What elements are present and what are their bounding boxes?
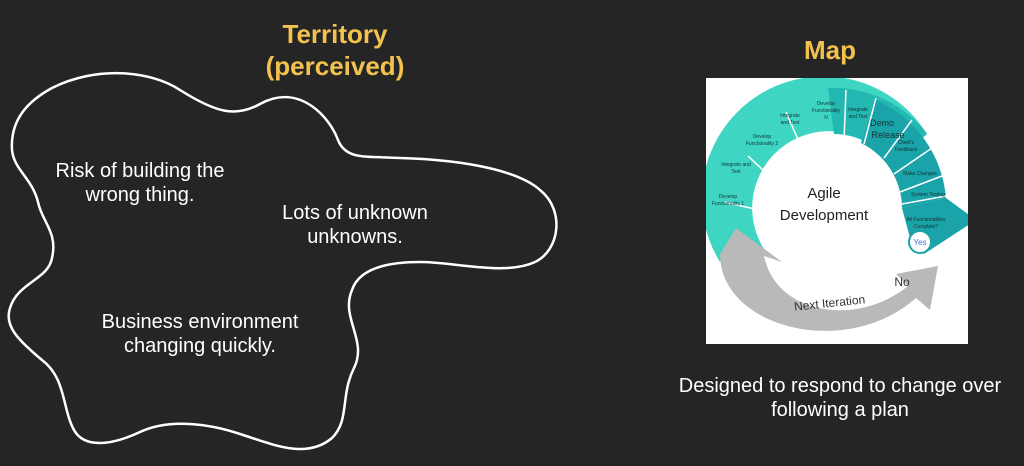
seg8-line2: Feedback: [895, 147, 917, 153]
unknowns-line2: unknowns.: [307, 226, 403, 248]
business-statement: Business environment changing quickly.: [80, 310, 320, 358]
seg6-line2: and Test: [849, 114, 868, 120]
territory-blob: [7, 72, 558, 451]
territory-title-line1: Territory: [282, 19, 388, 49]
seg9-line1: Make Changes: [903, 171, 937, 177]
seg7-line1: Demo: [870, 118, 894, 128]
seg3-line2: Functionality 2: [746, 141, 778, 147]
seg2-line1: Integrate and: [721, 162, 751, 168]
caption-line1: Designed to respond to change over: [678, 375, 1002, 397]
risk-line1: Risk of building the: [55, 160, 225, 182]
seg4-line2: and Test: [781, 120, 800, 126]
seg6-line1: Integrate: [848, 107, 868, 113]
agile-cycle-svg: Agile Development Develop Functionality …: [701, 76, 976, 331]
center-label-line1: Agile: [807, 185, 840, 202]
seg1-line2: Functionality 1: [712, 201, 744, 207]
seg8-line1: Client's: [898, 140, 915, 146]
unknowns-line1: Lots of unknown: [282, 202, 428, 224]
risk-statement: Risk of building the wrong thing.: [30, 159, 250, 207]
business-line1: Business environment: [101, 311, 299, 333]
seg5-line1: Develop: [817, 101, 836, 107]
map-caption: Designed to respond to change over follo…: [650, 374, 1024, 422]
territory-title: Territory (perceived): [240, 18, 430, 82]
caption-line2: following a plan: [771, 399, 909, 421]
seg2-line2: Test: [731, 169, 741, 175]
risk-line2: wrong thing.: [85, 184, 195, 206]
seg5-line2: Functionality: [812, 108, 841, 114]
unknowns-statement: Lots of unknown unknowns.: [255, 201, 455, 249]
map-title: Map: [804, 35, 856, 65]
agile-cycle-diagram: Agile Development Develop Functionality …: [701, 76, 976, 344]
next-iteration-arrow: [720, 228, 938, 331]
center-label-line2: Development: [780, 207, 869, 224]
yes-bubble: [908, 230, 932, 254]
seg4-line1: Integrate: [780, 113, 800, 119]
seg7-line2: Release: [871, 130, 904, 140]
territory-outline: [7, 72, 558, 451]
business-line2: changing quickly.: [124, 335, 276, 357]
territory-title-line2: (perceived): [265, 51, 405, 81]
seg11-line1: All Functionalities: [907, 217, 946, 223]
yes-label: Yes: [913, 238, 926, 247]
teal-ring-right: [861, 100, 946, 208]
no-label: No: [894, 275, 910, 289]
seg10-line1: System Testing: [911, 192, 945, 198]
seg1-line1: Develop: [719, 194, 738, 200]
seg5-line3: N: [824, 115, 828, 121]
seg3-line1: Develop: [753, 134, 772, 140]
seg11-line2: Complete?: [914, 224, 938, 230]
